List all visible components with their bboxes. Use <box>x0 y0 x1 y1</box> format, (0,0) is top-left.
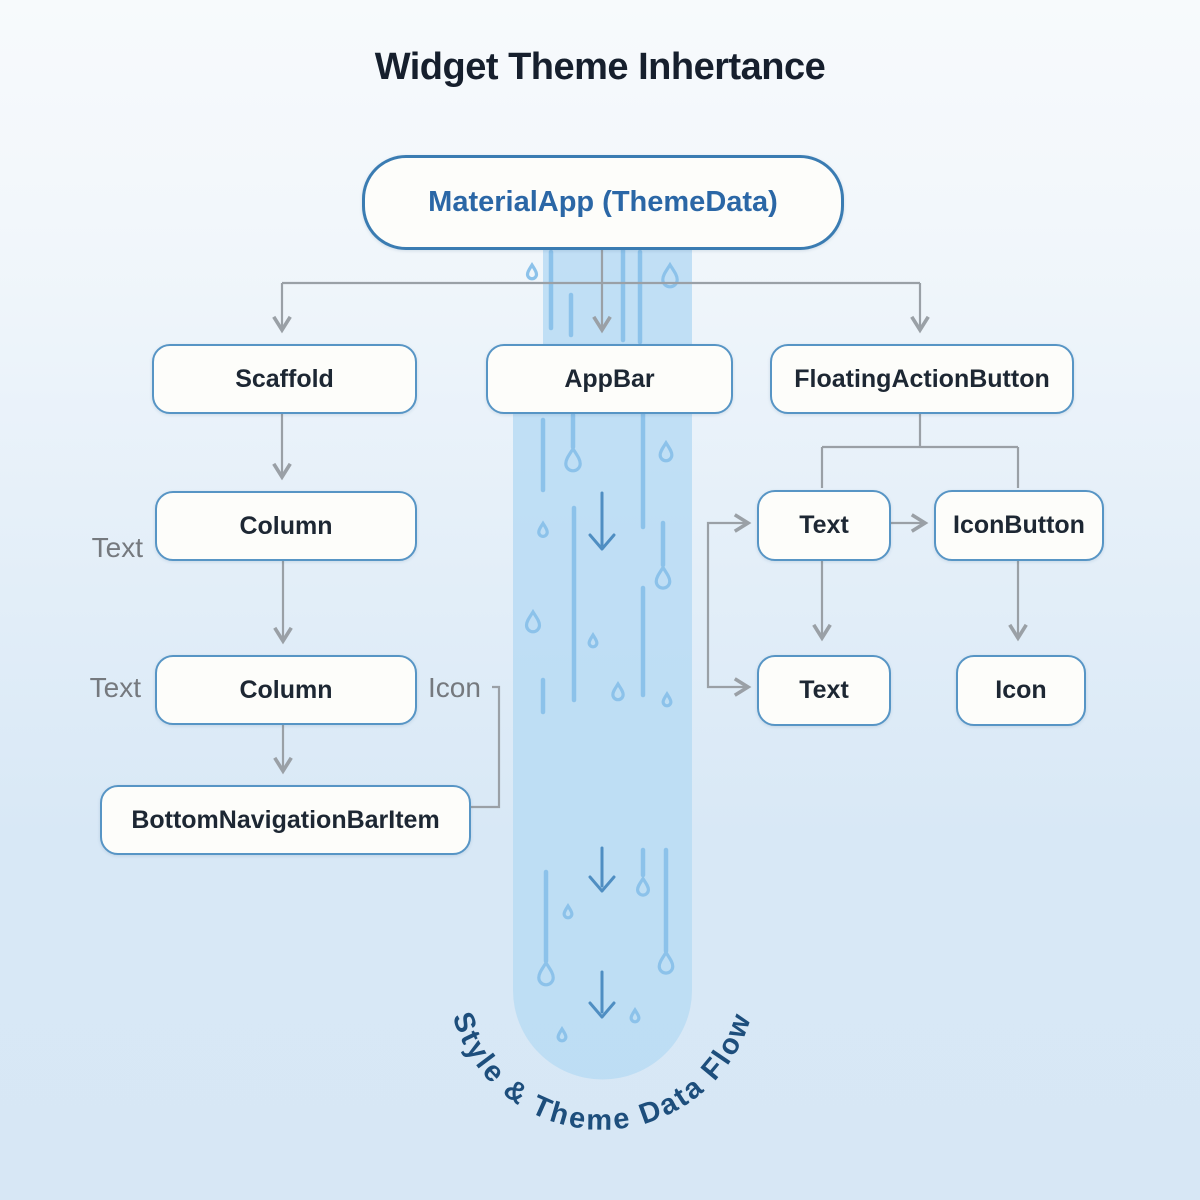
node-label: FloatingActionButton <box>794 364 1050 393</box>
node-label: Text <box>799 676 849 704</box>
droplet-icon <box>538 522 548 538</box>
droplet-icon <box>526 264 538 280</box>
node-label: Text <box>799 511 849 539</box>
edge-icon-label-bracket <box>469 685 501 809</box>
stream-caption: Style & Theme Data Flow <box>446 1008 759 1137</box>
droplet-icon <box>659 441 673 462</box>
node-label: Icon <box>995 676 1047 704</box>
edge-fab-split <box>820 410 1020 488</box>
droplet-icon <box>636 877 650 897</box>
node-label: IconButton <box>953 511 1085 539</box>
node-materialapp: MaterialApp (ThemeData) <box>362 155 844 250</box>
node-floating-action-button: FloatingActionButton <box>770 344 1074 414</box>
droplet-icon <box>655 566 671 590</box>
edge-loop-text1-text2 <box>706 523 748 687</box>
droplet-icon <box>630 1009 640 1023</box>
node-scaffold: Scaffold <box>152 344 417 414</box>
flow-down-arrows <box>588 491 616 1019</box>
node-label: Scaffold <box>235 364 334 393</box>
droplet-icon <box>658 951 674 975</box>
node-label: Column <box>239 511 333 540</box>
column-2-side-label: Text <box>89 672 141 703</box>
node-column-1: Column <box>155 491 417 561</box>
droplet-icon <box>564 447 582 473</box>
node-text-1: Text <box>757 490 891 561</box>
droplet-icon <box>525 610 541 633</box>
droplet-icon <box>662 693 672 707</box>
node-icon: Icon <box>956 655 1086 726</box>
down-arrow-icon <box>588 491 616 551</box>
droplet-icon <box>661 263 679 289</box>
node-icon-button: IconButton <box>934 490 1104 561</box>
node-bottom-navigation-bar-item: BottomNavigationBarItem <box>100 785 471 855</box>
down-arrow-icon <box>588 970 616 1019</box>
droplet-icon <box>611 683 625 701</box>
node-appbar: AppBar <box>486 344 733 414</box>
page-title: Widget Theme Inhertance <box>374 46 826 88</box>
node-label: Column <box>239 675 333 704</box>
node-label: BottomNavigationBarItem <box>131 805 440 834</box>
droplet-icon <box>563 905 573 919</box>
node-label: MaterialApp (ThemeData) <box>428 186 778 218</box>
droplet-icon <box>557 1028 567 1042</box>
droplet-icon <box>537 961 555 987</box>
icon-side-label: Icon <box>428 672 481 703</box>
node-column-2: Column <box>155 655 417 725</box>
down-arrow-icon <box>588 846 616 893</box>
column-1-side-label: Text <box>91 532 143 563</box>
node-label: AppBar <box>564 364 655 393</box>
droplet-icon <box>588 634 598 648</box>
node-text-2: Text <box>757 655 891 726</box>
